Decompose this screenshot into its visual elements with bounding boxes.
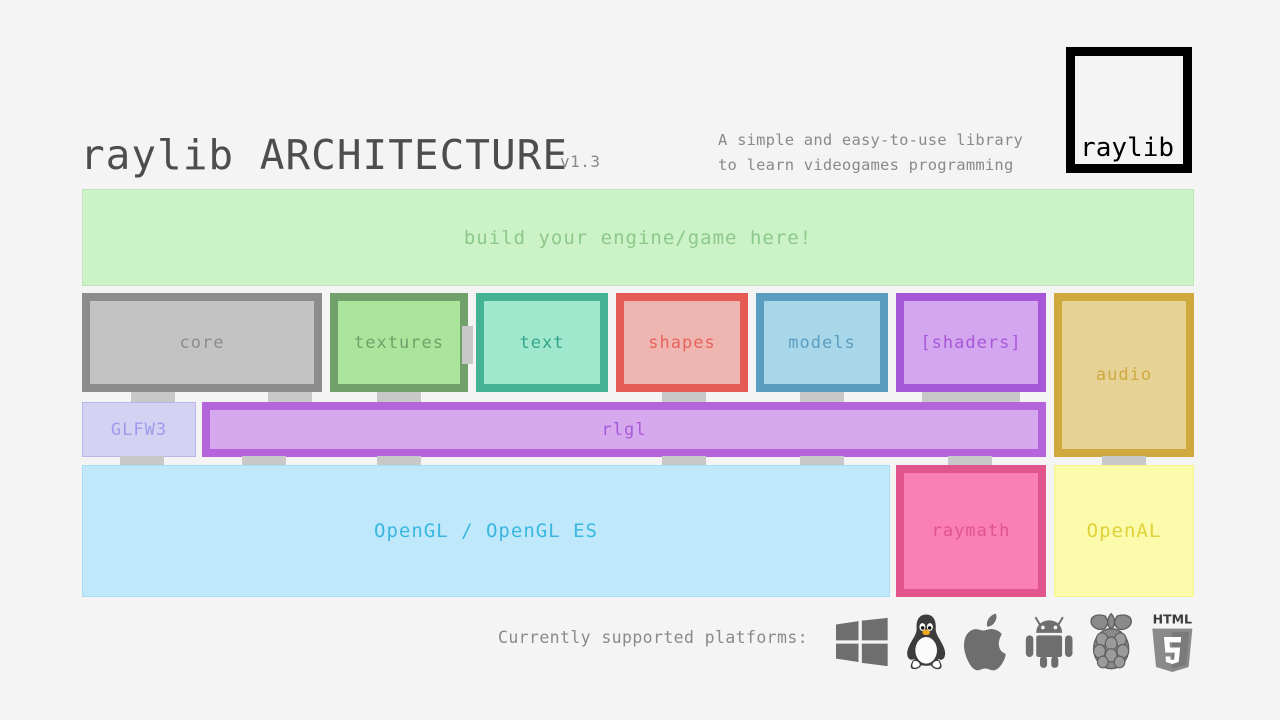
layer-openal-label: OpenAL <box>1086 520 1162 542</box>
connector-rlgl-opengl-3 <box>662 456 706 467</box>
module-shapes-label: shapes <box>648 332 716 353</box>
module-text[interactable]: text <box>476 293 608 392</box>
layer-raymath[interactable]: raymath <box>896 465 1046 597</box>
connector-rlgl-opengl-1 <box>242 456 286 467</box>
connector-shapes-rlgl <box>662 392 706 403</box>
module-textures[interactable]: textures <box>330 293 468 392</box>
connector-raymath-tab <box>948 456 992 467</box>
html5-wordmark: HTML <box>1153 612 1192 627</box>
module-text-label: text <box>519 332 565 353</box>
connector-shaders-rlgl <box>922 392 1020 403</box>
html5-icon: HTML <box>1152 612 1193 673</box>
tagline-line-2: to learn videogames programming <box>718 156 1014 174</box>
page-title-product: raylib <box>80 131 235 179</box>
module-core[interactable]: core <box>82 293 322 392</box>
module-shaders[interactable]: [shaders] <box>896 293 1046 392</box>
layer-glfw3-label: GLFW3 <box>110 419 168 440</box>
tagline: A simple and easy-to-use library to lear… <box>718 128 1058 178</box>
module-audio[interactable]: audio <box>1054 293 1194 457</box>
connector-core-rlgl <box>268 392 312 403</box>
page-title: raylib ARCHITECTURE <box>80 131 568 179</box>
raylib-logo-text: raylib <box>1080 133 1174 163</box>
layer-rlgl[interactable]: rlgl <box>202 402 1046 457</box>
layer-opengl-label: OpenGL / OpenGL ES <box>374 520 598 542</box>
module-shaders-label: [shaders] <box>920 332 1022 353</box>
connector-rlgl-raymath <box>800 456 844 467</box>
layer-openal[interactable]: OpenAL <box>1054 465 1194 597</box>
module-models-label: models <box>788 332 856 353</box>
module-audio-label: audio <box>1095 365 1153 385</box>
module-models[interactable]: models <box>756 293 888 392</box>
module-core-label: core <box>179 332 225 353</box>
module-textures-label: textures <box>354 332 444 353</box>
platforms-label: Currently supported platforms: <box>498 628 809 647</box>
version-label: v1.3 <box>560 152 601 171</box>
android-icon <box>1025 616 1073 668</box>
raspberry-pi-icon <box>1090 612 1132 670</box>
module-shapes[interactable]: shapes <box>616 293 748 392</box>
platform-icon-list: HTML <box>836 604 1196 680</box>
connector-rlgl-opengl-2 <box>377 456 421 467</box>
layer-opengl[interactable]: OpenGL / OpenGL ES <box>82 465 890 597</box>
raylib-logo: raylib <box>1066 47 1192 173</box>
connector-models-rlgl <box>800 392 844 403</box>
connector-textures-text <box>462 326 473 364</box>
layer-rlgl-label: rlgl <box>601 419 647 440</box>
connector-audio-openal <box>1102 456 1146 467</box>
user-layer-banner: build your engine/game here! <box>82 189 1194 286</box>
layer-raymath-label: raymath <box>931 521 1011 541</box>
connector-core-glfw3 <box>131 392 175 403</box>
apple-icon <box>964 613 1006 671</box>
connector-textures-rlgl <box>377 392 421 403</box>
linux-tux-icon <box>906 614 945 670</box>
windows-icon <box>836 617 888 667</box>
layer-glfw3[interactable]: GLFW3 <box>82 402 196 457</box>
page-title-word: ARCHITECTURE <box>234 131 569 179</box>
user-layer-banner-label: build your engine/game here! <box>463 226 813 249</box>
connector-glfw3-opengl <box>120 456 164 467</box>
tagline-line-1: A simple and easy-to-use library <box>718 131 1024 149</box>
